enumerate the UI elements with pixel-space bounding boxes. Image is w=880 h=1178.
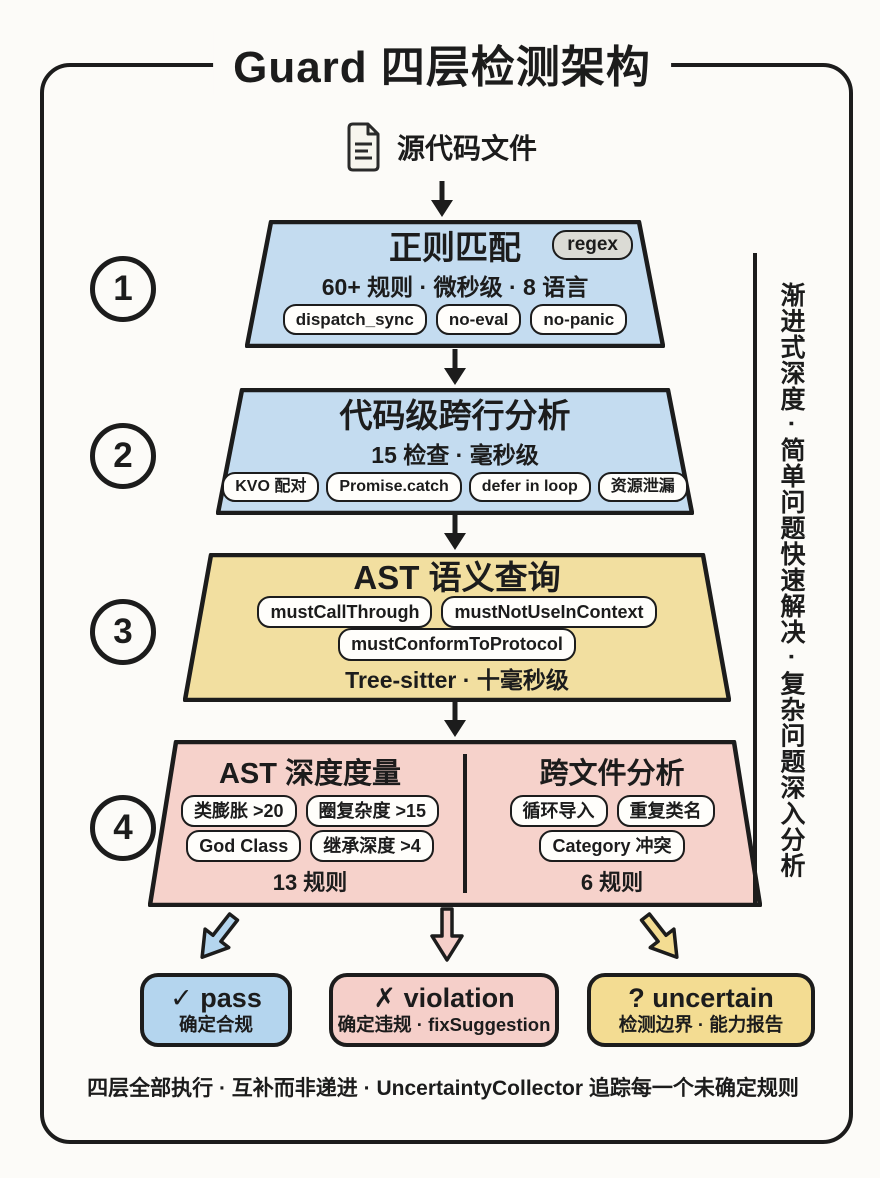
arrow-down-left-icon (182, 904, 249, 976)
side-note-vertical-text: 渐进式深度 · 简单问题快速解决 · 复杂问题深入分析 (777, 281, 805, 879)
down-arrow-icon (429, 181, 455, 224)
arrow-down-icon (429, 906, 465, 969)
rule-tag: 类膨胀 >20 (180, 794, 297, 828)
rule-tag: defer in loop (468, 472, 591, 503)
rule-tag: mustConformToProtocol (338, 628, 576, 661)
source-file-label: 源代码文件 (396, 133, 537, 164)
layer-1-tags: dispatch_sync no-eval no-panic (282, 304, 628, 336)
outcome-uncertain-box: ? uncertain 检测边界 · 能力报告 (587, 973, 815, 1047)
rule-tag: dispatch_sync (282, 304, 427, 336)
layer-3-title: AST 语义查询 (353, 559, 561, 596)
rule-tag: mustNotUseInContext (441, 595, 657, 629)
side-note-rule (753, 253, 757, 907)
rule-tag: mustCallThrough (257, 595, 433, 629)
layer-4-left-footer: 13 规则 (272, 869, 348, 895)
layer-3-number-badge: 3 (90, 599, 156, 665)
layer-4-metrics-and-crossfile: AST 深度度量 类膨胀 >20 圈复杂度 >15 God Class 继承深度… (148, 740, 762, 907)
rule-tag: 圈复杂度 >15 (305, 794, 440, 828)
outcome-pass-box: ✓ pass 确定合规 (140, 973, 292, 1047)
cross-icon: ✗ (373, 983, 397, 1014)
rule-tag: 继承深度 >4 (310, 829, 434, 863)
outcome-violation-label: violation (403, 983, 515, 1014)
outcome-violation-box: ✗ violation 确定违规 · fixSuggestion (329, 973, 559, 1047)
layer-2-tags: KVO 配对 Promise.catch defer in loop 资源泄漏 (222, 472, 688, 503)
rule-tag: KVO 配对 (222, 472, 320, 503)
rule-tag: 循环导入 (509, 794, 608, 828)
layer-4-left-tags-row-2: God Class 继承深度 >4 (186, 829, 434, 863)
check-icon: ✓ (170, 983, 193, 1014)
down-arrow-icon (442, 514, 468, 557)
rule-tag: God Class (186, 829, 302, 863)
outcome-pass-title: ✓ pass (170, 983, 262, 1014)
layer-4-right-tags-row-2: Category 冲突 (539, 829, 685, 863)
layer-3-ast-semantic-query: AST 语义查询 mustCallThrough mustNotUseInCon… (183, 553, 731, 702)
arrow-down-right-icon (629, 904, 696, 976)
layer-4-left-title: AST 深度度量 (218, 758, 402, 791)
outcome-uncertain-desc: 检测边界 · 能力报告 (618, 1013, 784, 1035)
rule-tag: Category 冲突 (539, 829, 685, 863)
page-title: Guard 四层检测架构 (213, 31, 671, 95)
outcome-uncertain-title: ? uncertain (628, 983, 774, 1014)
layer-2-title: 代码级跨行分析 (339, 396, 571, 434)
question-icon: ? (628, 983, 645, 1014)
layer-1-regex-matching: regex 正则匹配 60+ 规则 · 微秒级 · 8 语言 dispatch_… (245, 220, 665, 348)
layer-1-number-badge: 1 (90, 256, 156, 322)
rule-tag: 重复类名 (616, 794, 715, 828)
layer-2-subtitle: 15 检查 · 毫秒级 (371, 441, 539, 468)
rule-tag: no-panic (530, 304, 628, 336)
layer-4-left-column: AST 深度度量 类膨胀 >20 圈复杂度 >15 God Class 继承深度… (166, 748, 454, 899)
layer-3-footer: Tree-sitter · 十毫秒级 (345, 666, 569, 693)
layer-4-right-column: 跨文件分析 循环导入 重复类名 Category 冲突 6 规则 (478, 748, 746, 899)
layer-3-tags-row-1: mustCallThrough mustNotUseInContext (257, 595, 657, 629)
layer-1-subtitle: 60+ 规则 · 微秒级 · 8 语言 (321, 273, 589, 300)
layer-2-cross-line-analysis: 代码级跨行分析 15 检查 · 毫秒级 KVO 配对 Promise.catch… (216, 388, 694, 515)
rule-tag: no-eval (435, 304, 522, 336)
outcome-uncertain-label: uncertain (652, 983, 774, 1014)
document-icon (343, 121, 383, 173)
layer-4-right-title: 跨文件分析 (539, 758, 685, 791)
down-arrow-icon (442, 701, 468, 744)
outcome-pass-desc: 确定合规 (178, 1013, 253, 1035)
layer-2-number-badge: 2 (90, 423, 156, 489)
regex-badge: regex (552, 230, 633, 260)
footnote: 四层全部执行 · 互补而非递进 · UncertaintyCollector 追… (87, 1077, 799, 1100)
layer-3-tags-row-2: mustConformToProtocol (338, 628, 576, 661)
layer-4-right-footer: 6 规则 (580, 869, 644, 895)
layer-1-title: 正则匹配 (389, 228, 521, 266)
outcome-violation-desc: 确定违规 · fixSuggestion (337, 1013, 551, 1035)
layer-4-right-tags-row-1: 循环导入 重复类名 (509, 794, 715, 828)
outcome-pass-label: pass (200, 983, 262, 1014)
down-arrow-icon (442, 349, 468, 392)
layer-4-left-tags-row-1: 类膨胀 >20 圈复杂度 >15 (180, 794, 440, 828)
layer-4-number-badge: 4 (90, 795, 156, 861)
rule-tag: Promise.catch (326, 472, 462, 503)
source-file-row: 源代码文件 (0, 116, 880, 178)
layer-4-column-divider (463, 754, 467, 893)
outcome-violation-title: ✗ violation (373, 983, 515, 1014)
rule-tag: 资源泄漏 (597, 472, 688, 503)
